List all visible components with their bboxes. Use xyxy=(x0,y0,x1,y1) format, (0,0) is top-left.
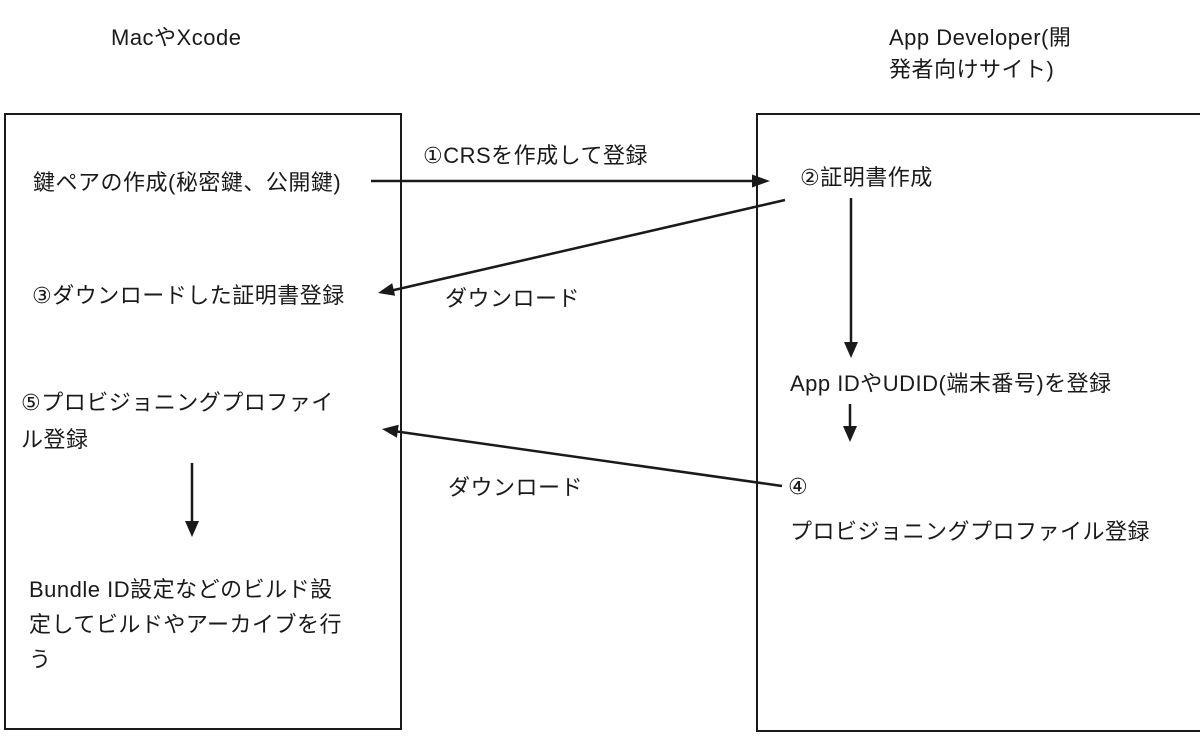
mac-xcode-box xyxy=(4,113,402,730)
step3-label: ③ダウンロードした証明書登録 xyxy=(32,283,345,308)
step5-label-line1: ⑤プロビジョニングプロファイ xyxy=(21,390,334,415)
right-column-title: App Developer(開 発者向けサイト) xyxy=(889,22,1071,86)
bundle-build-line1: Bundle ID設定などのビルド設 xyxy=(29,577,333,602)
csr-registration-arrow xyxy=(371,174,770,188)
left-column-title: MacやXcode xyxy=(111,25,242,50)
bundle-build-line2: 定してビルドやアーカイブを行 xyxy=(29,612,343,637)
step2-label: ②証明書作成 xyxy=(800,165,933,190)
csr-arrow-label: ①CRSを作成して登録 xyxy=(423,143,649,168)
step5-label-line2: ル登録 xyxy=(21,427,89,452)
certificate-download-arrow xyxy=(378,198,786,296)
step5-label: ⑤プロビジョニングプロファイ ル登録 xyxy=(21,384,334,458)
download-label-2: ダウンロード xyxy=(448,475,584,500)
key-pair-label: 鍵ペアの作成(秘密鍵、公開鍵) xyxy=(33,170,342,195)
step4-number: ④ xyxy=(788,474,809,499)
right-column-title-line1: App Developer(開 xyxy=(889,25,1072,50)
step4-text: プロビジョニングプロファイル登録 xyxy=(790,519,1151,544)
app-developer-box xyxy=(756,113,1200,732)
bundle-build-line3: う xyxy=(29,647,52,672)
bundle-build-label: Bundle ID設定などのビルド設 定してビルドやアーカイブを行 う xyxy=(29,572,342,677)
download-label-1: ダウンロード xyxy=(445,286,581,311)
app-id-label: App IDやUDID(端末番号)を登録 xyxy=(790,371,1112,396)
right-column-title-line2: 発者向けサイト) xyxy=(889,57,1055,82)
